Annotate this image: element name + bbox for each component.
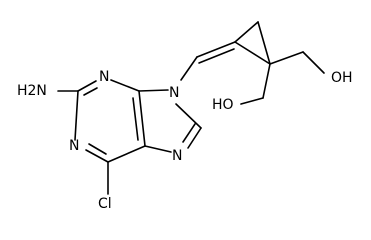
bond-n7-c5	[144, 145, 172, 153]
atom-labels: H2N N N N N Cl HO OH	[17, 69, 353, 212]
purine-n3-label: N	[99, 69, 109, 85]
bond-cq-ch2-left	[262, 63, 271, 99]
bond-cp-right	[257, 21, 271, 65]
chlorine-label: Cl	[98, 196, 112, 212]
molecule-drawing: H2N N N N N Cl HO OH	[17, 21, 353, 212]
bond-cp-top	[234, 21, 259, 43]
purine-n9-label: N	[169, 85, 179, 101]
bond-cq-ch2-right	[269, 51, 304, 65]
bonds	[57, 21, 325, 195]
bond-ch-c-exo	[196, 41, 236, 58]
bond-n3-c4	[110, 79, 140, 92]
bond-c6-n1-inner	[88, 143, 107, 155]
bond-c4-c5	[138, 90, 146, 147]
bond-c2-n3	[77, 80, 97, 92]
hydroxyl-left-label: HO	[212, 97, 234, 113]
bond-n9-ch	[180, 56, 198, 81]
purine-n7-label: N	[172, 148, 182, 164]
bond-ch2-oh-left	[240, 97, 264, 105]
bond-c8-n7-inner	[182, 123, 196, 143]
bond-c4-n9	[138, 89, 169, 92]
bond-cp-base	[234, 41, 271, 65]
hydroxyl-right-label: OH	[331, 70, 353, 86]
bond-n1-c2	[74, 90, 79, 141]
amino-group-label: H2N	[17, 83, 47, 99]
bond-c8-n7	[187, 127, 202, 149]
bond-ch2-oh-right	[302, 51, 325, 74]
bond-c2-n3-inner	[83, 87, 98, 96]
chemical-structure-canvas: H2N N N N N Cl HO OH	[17, 21, 353, 212]
bond-c4-c5-inner	[132, 97, 139, 141]
bond-c6-n1	[85, 149, 109, 163]
purine-n1-label: N	[69, 138, 79, 154]
bond-n9-c8	[175, 103, 202, 129]
bond-ch-c-exo-inner	[198, 48, 235, 64]
bond-c5-c6	[107, 145, 146, 163]
